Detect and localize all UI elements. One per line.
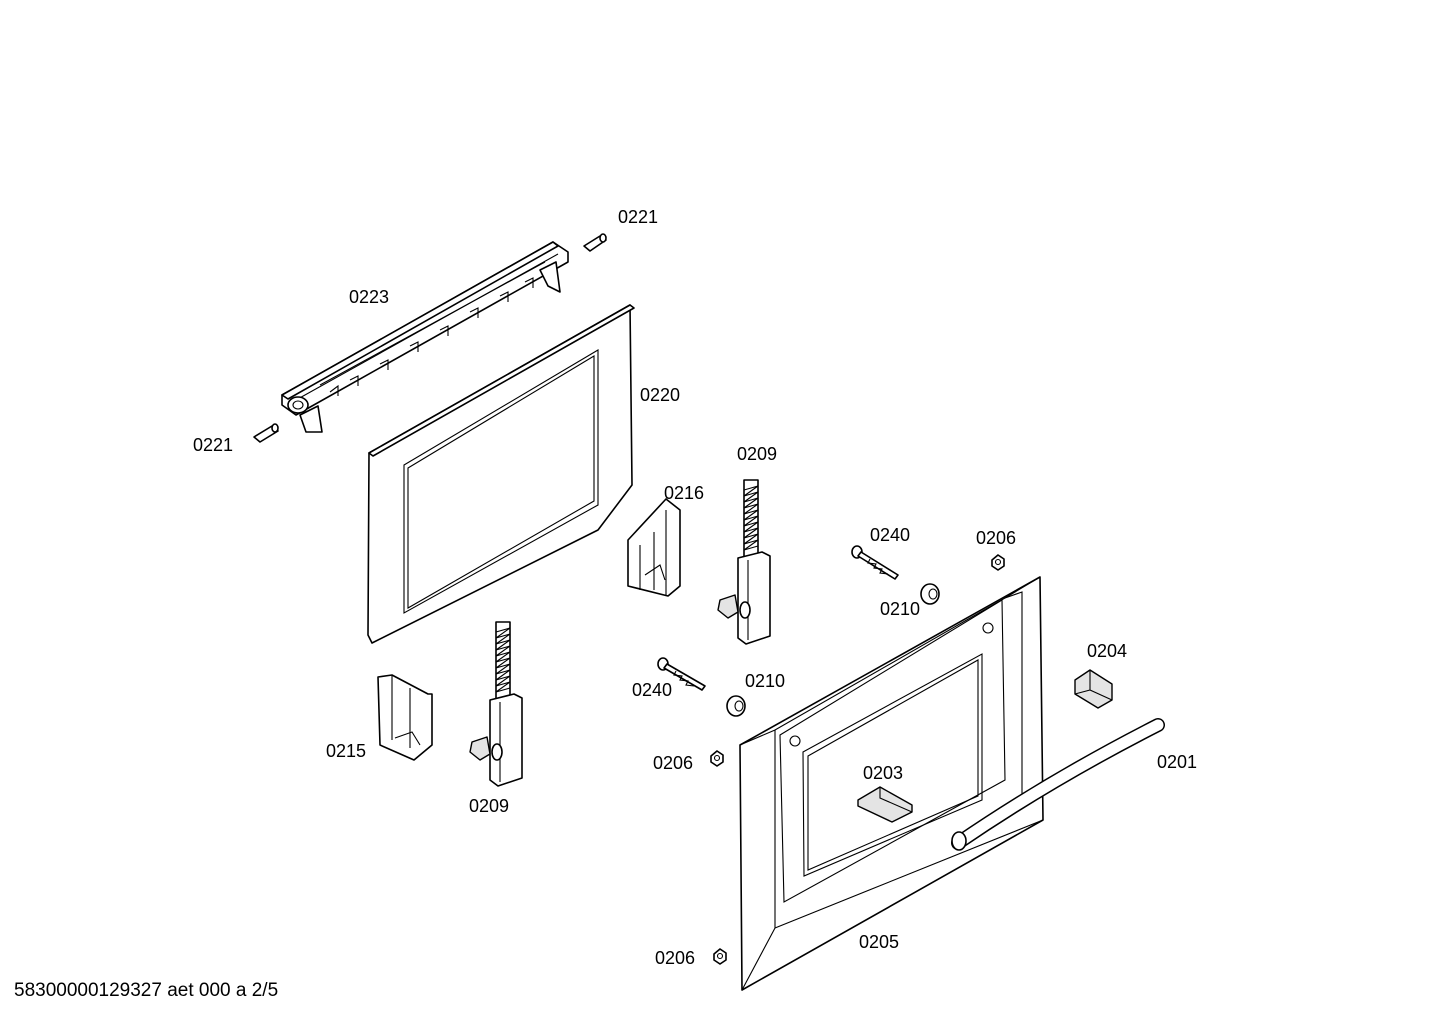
part-0205-door-frame [739,576,1044,991]
label-0205: 0205 [859,932,899,952]
part-0210-spacer-bottom [726,695,746,717]
part-0210-spacer-top [920,583,940,605]
label-0240-top: 0240 [870,525,910,545]
label-0215: 0215 [326,741,366,761]
label-0210-top: 0210 [880,599,920,619]
label-0201: 0201 [1157,752,1197,772]
label-0203: 0203 [863,763,903,783]
part-0206-nut-mid [710,750,724,767]
part-0221-pin-left [253,423,279,443]
part-0206-nut-bottom [713,948,727,965]
label-0221-top: 0221 [618,207,658,227]
label-0209-left: 0209 [469,796,509,816]
label-0240-bottom: 0240 [632,680,672,700]
part-0220-glass-pane [367,304,635,644]
part-0209-hinge-right [717,479,771,645]
part-0203-clip [857,786,913,823]
part-0221-pin-top [583,233,607,252]
part-0204-cap [1074,669,1113,709]
label-0204: 0204 [1087,641,1127,661]
part-0215-bracket [377,674,433,761]
label-0209-right: 0209 [737,444,777,464]
label-0206-bottom: 0206 [655,948,695,968]
part-0209-hinge-left [469,621,523,787]
part-0240-screw-bottom [657,657,706,691]
drawing-reference-number: 58300000129327 aet 000 a 2/5 [14,980,279,1001]
label-0216: 0216 [664,483,704,503]
label-0220: 0220 [640,385,680,405]
label-0206-top: 0206 [976,528,1016,548]
part-0216-bracket [627,498,681,597]
part-0240-screw-top [851,545,899,580]
label-0221-left: 0221 [193,435,233,455]
part-0223-door-rail [281,241,569,433]
part-0201-handle [951,718,1165,851]
label-0206-mid: 0206 [653,753,693,773]
label-0223: 0223 [349,287,389,307]
part-0206-nut-top [991,554,1005,571]
label-0210-bottom: 0210 [745,671,785,691]
part-labels: 0221 0223 0221 0220 0209 0216 0240 0206 … [193,207,1197,968]
